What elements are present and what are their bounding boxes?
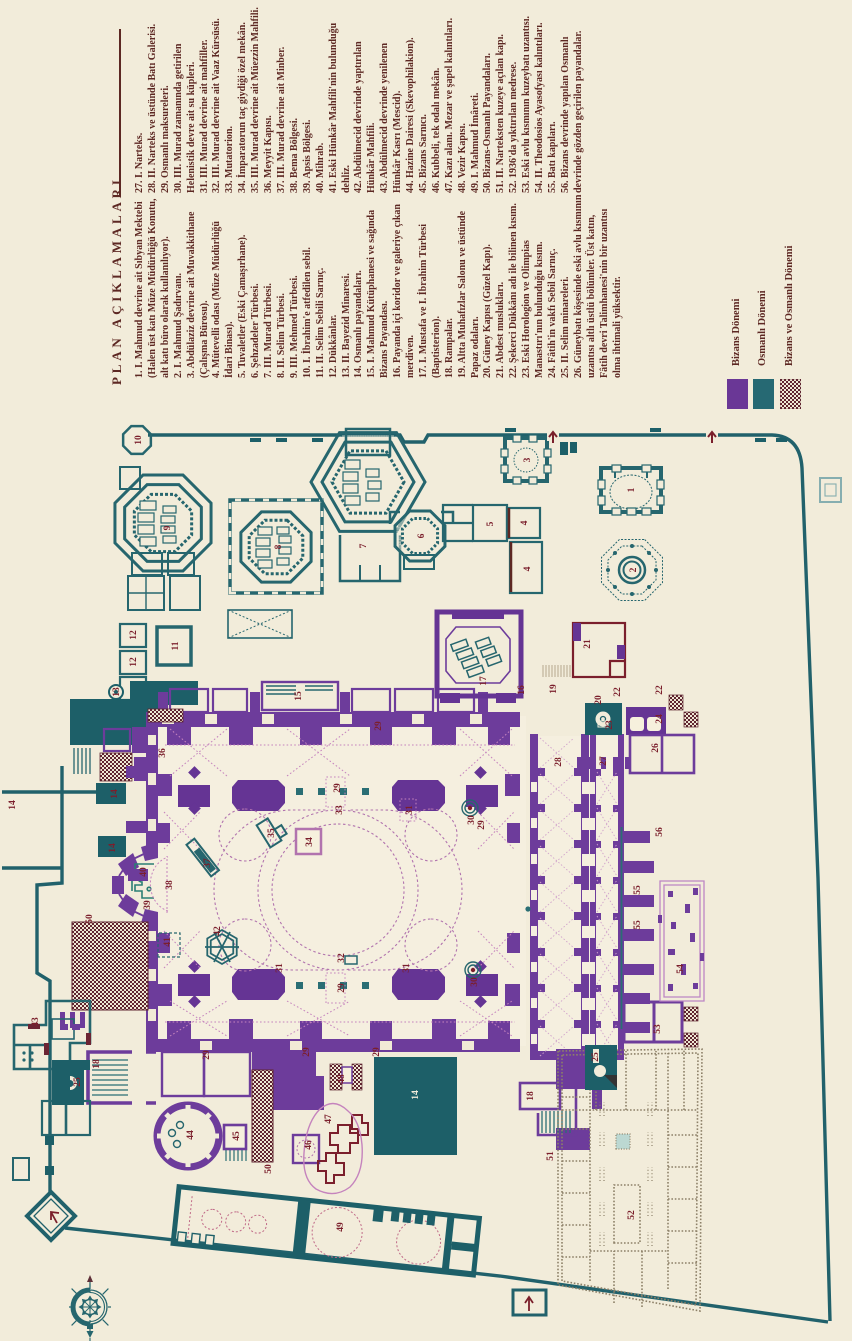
svg-text:22: 22 bbox=[655, 685, 665, 695]
svg-text:3: 3 bbox=[523, 457, 533, 462]
svg-text:19: 19 bbox=[549, 684, 559, 694]
svg-text:30: 30 bbox=[467, 815, 477, 825]
svg-text:29: 29 bbox=[374, 721, 384, 731]
svg-text:29: 29 bbox=[333, 783, 343, 793]
svg-text:55: 55 bbox=[633, 885, 643, 895]
svg-text:4: 4 bbox=[520, 520, 530, 525]
svg-text:23: 23 bbox=[605, 720, 615, 730]
svg-text:35: 35 bbox=[267, 828, 277, 838]
svg-text:22: 22 bbox=[613, 687, 623, 697]
svg-text:54: 54 bbox=[676, 964, 686, 974]
svg-text:29: 29 bbox=[202, 1050, 212, 1060]
svg-text:51: 51 bbox=[546, 1151, 556, 1161]
svg-text:27: 27 bbox=[599, 756, 609, 766]
svg-text:28: 28 bbox=[554, 757, 564, 767]
svg-text:47: 47 bbox=[324, 1114, 334, 1124]
svg-text:18: 18 bbox=[92, 1059, 102, 1069]
svg-text:31: 31 bbox=[402, 963, 412, 973]
svg-text:29: 29 bbox=[337, 983, 347, 993]
svg-text:13: 13 bbox=[112, 687, 122, 697]
svg-text:37: 37 bbox=[203, 858, 213, 868]
svg-text:14: 14 bbox=[411, 1090, 421, 1100]
svg-text:10: 10 bbox=[134, 435, 144, 445]
svg-text:31: 31 bbox=[405, 805, 415, 815]
svg-text:1: 1 bbox=[627, 487, 637, 492]
svg-text:15: 15 bbox=[294, 691, 304, 701]
svg-text:34: 34 bbox=[305, 837, 315, 847]
svg-text:25: 25 bbox=[591, 1052, 601, 1062]
svg-text:11: 11 bbox=[171, 641, 181, 650]
svg-text:4: 4 bbox=[523, 566, 533, 571]
svg-text:7: 7 bbox=[359, 543, 369, 548]
svg-text:32: 32 bbox=[337, 953, 347, 963]
svg-text:33: 33 bbox=[335, 805, 345, 815]
svg-text:39: 39 bbox=[143, 900, 153, 910]
svg-text:45: 45 bbox=[232, 1131, 242, 1141]
svg-text:44: 44 bbox=[186, 1130, 196, 1140]
svg-text:21: 21 bbox=[583, 639, 593, 649]
svg-text:49: 49 bbox=[336, 1222, 346, 1232]
svg-text:40: 40 bbox=[139, 867, 149, 877]
svg-text:26: 26 bbox=[651, 743, 661, 753]
svg-text:46: 46 bbox=[304, 1140, 314, 1150]
svg-text:29: 29 bbox=[372, 1047, 382, 1057]
svg-text:17: 17 bbox=[479, 676, 489, 686]
svg-text:14: 14 bbox=[108, 843, 118, 853]
svg-text:41: 41 bbox=[163, 937, 173, 947]
svg-text:42: 42 bbox=[213, 926, 223, 936]
svg-text:50: 50 bbox=[85, 914, 95, 924]
svg-text:56: 56 bbox=[655, 827, 665, 837]
svg-text:30: 30 bbox=[470, 977, 480, 987]
svg-text:52: 52 bbox=[627, 1210, 637, 1220]
svg-text:12: 12 bbox=[129, 630, 139, 640]
svg-text:12: 12 bbox=[129, 657, 139, 667]
svg-text:50: 50 bbox=[264, 1164, 274, 1174]
svg-text:24: 24 bbox=[655, 714, 665, 724]
svg-text:18: 18 bbox=[526, 1091, 536, 1101]
svg-text:20: 20 bbox=[594, 695, 604, 705]
svg-text:14: 14 bbox=[8, 800, 18, 810]
svg-text:48: 48 bbox=[337, 1074, 347, 1084]
svg-text:36: 36 bbox=[158, 748, 168, 758]
svg-text:5: 5 bbox=[486, 521, 496, 526]
svg-text:29: 29 bbox=[302, 1047, 312, 1057]
svg-text:43: 43 bbox=[31, 1017, 41, 1027]
svg-text:55: 55 bbox=[633, 920, 643, 930]
svg-text:53: 53 bbox=[653, 1024, 663, 1034]
svg-text:9: 9 bbox=[163, 525, 173, 530]
svg-text:25: 25 bbox=[73, 1077, 83, 1087]
svg-text:14: 14 bbox=[110, 789, 120, 799]
svg-text:31: 31 bbox=[275, 963, 285, 973]
svg-text:8: 8 bbox=[274, 544, 284, 549]
svg-text:29: 29 bbox=[477, 820, 487, 830]
svg-text:2: 2 bbox=[629, 567, 639, 572]
svg-text:38: 38 bbox=[165, 880, 175, 890]
svg-text:16: 16 bbox=[517, 685, 527, 695]
svg-text:6: 6 bbox=[417, 533, 427, 538]
